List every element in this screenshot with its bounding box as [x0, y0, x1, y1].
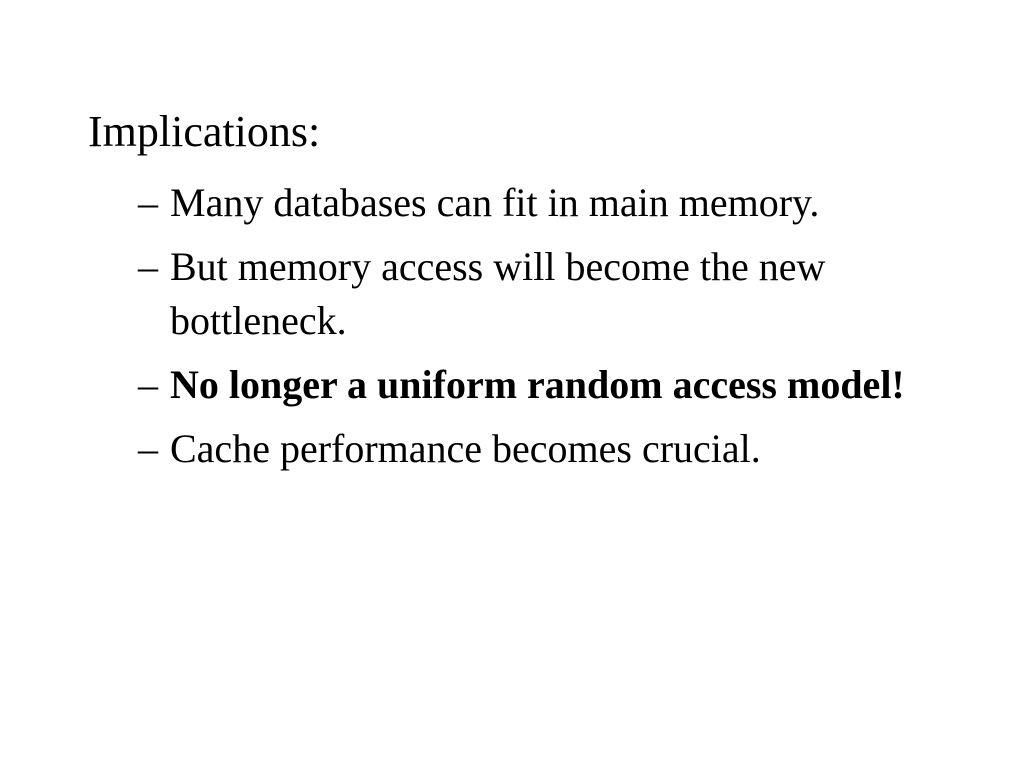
bullet-text: No longer a uniform random access model! [170, 362, 905, 407]
bullet-item-emphasis: – No longer a uniform random access mode… [138, 358, 958, 412]
bullet-item: – Many databases can fit in main memory. [138, 176, 958, 230]
bullet-list: – Many databases can fit in main memory.… [138, 176, 958, 486]
bullet-item: – Cache performance becomes crucial. [138, 422, 958, 476]
bullet-dash: – [138, 244, 158, 289]
bullet-text: Cache performance becomes crucial. [170, 426, 761, 471]
bullet-item: – But memory access will become the new … [138, 240, 958, 348]
bullet-text: But memory access will become the new bo… [170, 244, 826, 343]
bullet-dash: – [138, 180, 158, 225]
bullet-dash: – [138, 362, 158, 407]
bullet-text: Many databases can fit in main memory. [170, 180, 820, 225]
slide-heading: Implications: [88, 107, 321, 156]
bullet-dash: – [138, 426, 158, 471]
